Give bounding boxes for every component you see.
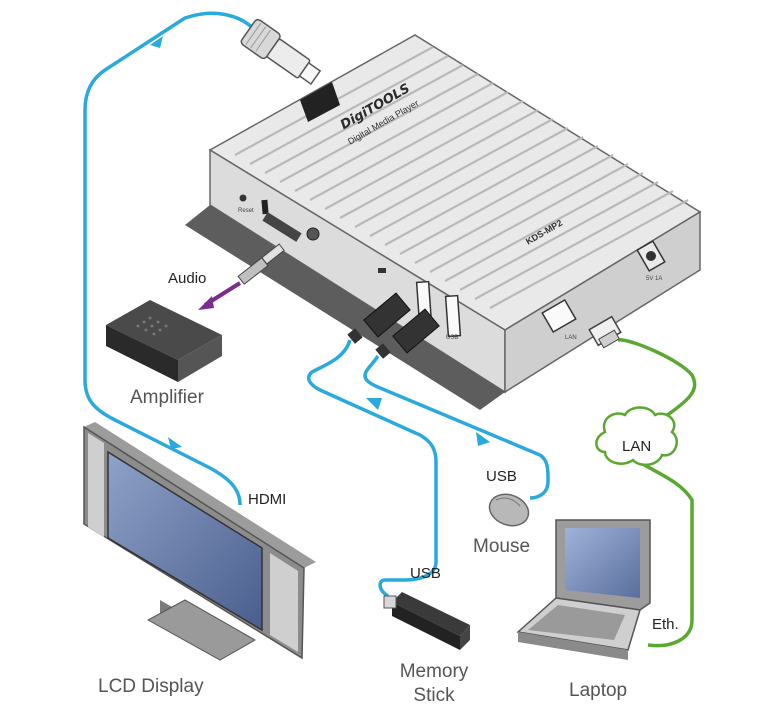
audio-label: Audio — [168, 270, 207, 287]
hdmi-arrow-up — [150, 36, 163, 48]
eth-label: Eth. — [652, 616, 679, 633]
memory-stick-label-line1: Memory — [399, 661, 469, 682]
usb-mouse-label: USB — [486, 468, 517, 485]
lan-cable — [617, 338, 697, 648]
mouse-label: Mouse — [473, 536, 531, 557]
usb-memory-label: USB — [410, 565, 441, 582]
usb-plug-mouse — [375, 308, 440, 359]
lan-cloud — [595, 406, 678, 467]
audio-jack — [237, 243, 285, 285]
lan-plug — [588, 315, 622, 349]
hdmi-label: HDMI — [248, 491, 287, 508]
usb-mouse-cable — [363, 355, 550, 500]
usb-memory-arrow — [366, 398, 382, 410]
memory-stick — [383, 592, 470, 650]
laptop-device — [516, 519, 651, 660]
port-usb-label: USB — [446, 335, 459, 341]
audio-arrow — [198, 296, 214, 310]
lan-label: LAN — [622, 438, 652, 455]
media-player-device — [185, 34, 702, 410]
memory-stick-label: Memory Stick — [392, 660, 476, 708]
amplifier-label: Amplifier — [130, 387, 204, 408]
laptop-label: Laptop — [569, 680, 628, 701]
lcd-display — [83, 422, 316, 661]
port-lan-label: LAN — [565, 335, 577, 341]
amplifier-device — [106, 300, 222, 382]
hdmi-arrow-down — [168, 437, 182, 449]
hdmi-cable — [83, 11, 257, 506]
lcd-display-label: LCD Display — [98, 676, 204, 697]
hdmi-connector — [240, 18, 322, 86]
usb-plug-memory — [347, 292, 411, 344]
port-reset-label: Reset — [238, 208, 254, 214]
mouse-device — [488, 493, 530, 527]
usb-mouse-arrow — [476, 432, 490, 446]
port-power-label: 5V 1A — [646, 276, 663, 282]
memory-stick-label-line2: Stick — [413, 685, 455, 706]
usb-memory-cable — [307, 339, 438, 598]
